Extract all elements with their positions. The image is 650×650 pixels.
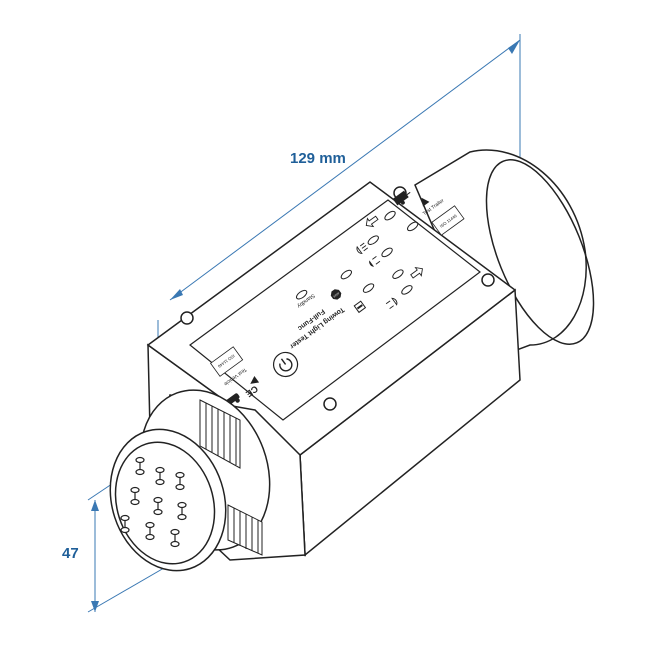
brake-led: [340, 269, 353, 280]
connector-pins: [120, 456, 187, 548]
standby-led: [295, 289, 308, 300]
length-dimension-line: [169, 39, 521, 301]
height-dimension-label: 47: [62, 545, 79, 562]
arrowhead-left: [170, 289, 183, 300]
pin-icon: [175, 471, 185, 491]
fog-light-icon: [369, 256, 381, 267]
length-dimension-label: 129 mm: [290, 150, 346, 167]
left-tail-led: [407, 221, 419, 232]
power-icon: [279, 358, 293, 372]
tail-light-icon: [385, 297, 398, 309]
arrow-right-icon: [410, 267, 423, 279]
pin-icon: [177, 501, 187, 521]
iso-box-bottom: ISO 11446: [210, 346, 244, 377]
iso-box-top: ISO 11446: [431, 205, 465, 236]
screw-icon: [180, 311, 194, 325]
pin-icon: [155, 466, 165, 486]
control-panel: [189, 199, 481, 421]
pin-icon: [153, 496, 163, 516]
pin-icon: [135, 456, 145, 476]
right-indicator-led: [392, 269, 404, 279]
pin-icon: [130, 486, 140, 506]
screw-icon: [481, 273, 495, 287]
front-connector: [109, 389, 306, 572]
reverse-light-icon: [353, 300, 367, 314]
left-indicator-led: [384, 210, 396, 221]
arrow-left-icon: [365, 215, 379, 228]
stop-icon-text: STOP: [332, 291, 340, 299]
right-tail-led: [401, 285, 413, 295]
triangle-up-icon: [421, 197, 430, 207]
low-beam-led: [367, 235, 379, 245]
low-beam-icon: [356, 242, 369, 254]
reverse-led: [362, 283, 375, 293]
arrowhead-bottom: [91, 601, 99, 612]
pin-icon: [145, 521, 155, 541]
pin-icon: [120, 514, 130, 534]
trailer-icon: [392, 190, 411, 206]
rear-cylinder: [414, 149, 595, 361]
arrowhead-top: [91, 500, 99, 511]
pin-icon: [170, 528, 180, 548]
stop-sign-icon: STOP: [330, 289, 342, 300]
fog-led: [381, 247, 393, 258]
screw-icon: [323, 397, 337, 411]
triangle-down-icon: [250, 375, 260, 384]
arrowhead-right: [508, 40, 520, 54]
grip-ribs: [199, 399, 263, 556]
power-button[interactable]: [269, 348, 303, 382]
